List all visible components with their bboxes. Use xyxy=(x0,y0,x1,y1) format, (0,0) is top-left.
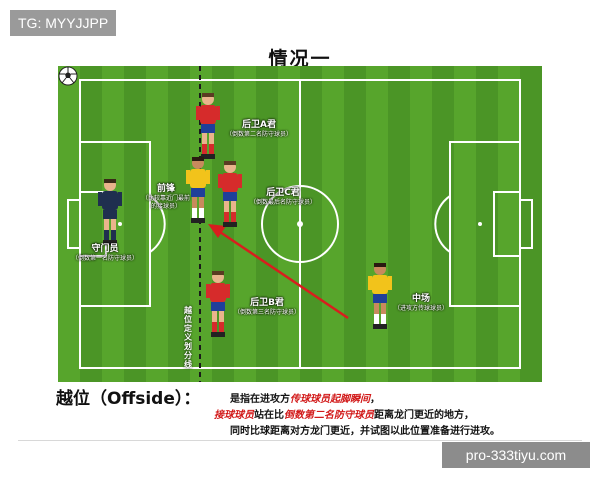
field-markings xyxy=(67,66,533,382)
defender-c-label: 后卫C君 （倒数最后名防守球员） xyxy=(250,188,317,206)
left-penalty-spot xyxy=(118,222,122,226)
defender-a-player xyxy=(196,93,220,159)
goalkeeper-label: 守门员 （倒数第一名防守球员） xyxy=(72,244,139,262)
right-penalty-spot xyxy=(478,222,482,226)
right-goal-area xyxy=(493,191,521,257)
left-goal xyxy=(67,199,81,249)
right-penalty-arc xyxy=(434,195,451,253)
left-penalty-arc xyxy=(149,195,166,253)
right-goal xyxy=(519,199,533,249)
offside-description: 越位（Offside）： 是指在进攻方传球球员起脚瞬间， 接球球员站在比倒数第二… xyxy=(56,384,566,440)
watermark-badge: pro-333tiyu.com xyxy=(442,442,590,468)
description-line-2: 接球球员站在比倒数第二名防守球员距离龙门更近的地方， xyxy=(214,410,474,421)
defender-c-player xyxy=(218,161,242,227)
forward-label: 前锋 （比较靠近门最前 的接球员） xyxy=(142,184,191,210)
offside-line-label: 越位定义划分线 xyxy=(184,306,192,369)
center-spot xyxy=(297,221,303,227)
pass-arrow xyxy=(208,224,349,320)
channel-tag: TG: MYYJJPP xyxy=(10,10,117,36)
soccer-field: 后卫A君 （倒数第二名防守球员） 前锋 （比较靠近门最前 的接球员） 后卫C君 … xyxy=(58,66,542,382)
divider xyxy=(18,440,582,441)
midfielder-player xyxy=(368,263,392,329)
forward-player xyxy=(186,157,210,223)
goalkeeper-player xyxy=(98,179,122,245)
defender-b-label: 后卫B君 （倒数第三名防守球员） xyxy=(234,298,301,316)
soccer-ball-icon xyxy=(58,66,78,86)
center-circle xyxy=(261,185,339,263)
offside-term: 越位（Offside）： xyxy=(56,389,201,409)
description-line-3: 同时比球距离对方龙门更近，并试图以此位置准备进行进攻。 xyxy=(230,426,500,437)
midfielder-label: 中场 （进攻方传球球员） xyxy=(394,294,449,312)
defender-a-label: 后卫A君 （倒数第二名防守球员） xyxy=(226,120,293,138)
defender-b-player xyxy=(206,271,230,337)
right-penalty-box xyxy=(449,141,521,307)
description-line-1: 是指在进攻方传球球员起脚瞬间， xyxy=(230,394,380,405)
diagram-title: 情况一 xyxy=(268,48,332,70)
